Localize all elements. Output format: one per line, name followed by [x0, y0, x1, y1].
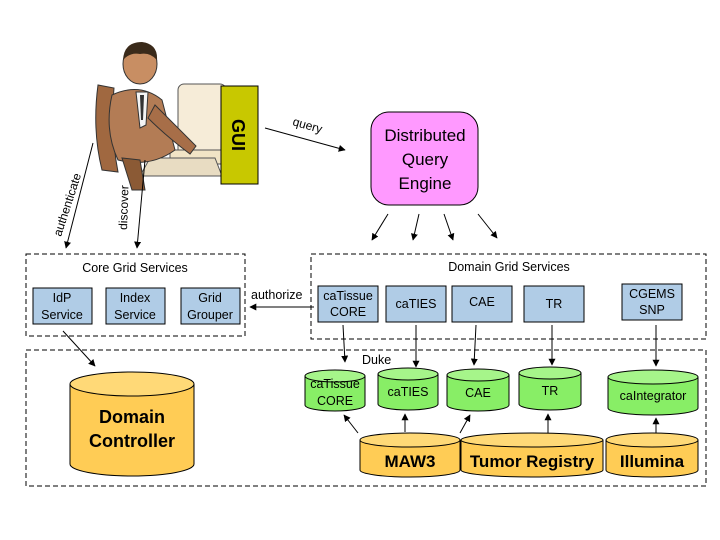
catissue-db-line2: CORE	[317, 394, 353, 408]
idp-service: IdP Service	[32, 287, 93, 325]
domain-grid-services-group: Domain Grid Services caTissue CORE caTIE…	[310, 253, 707, 340]
dqe-fanout-arrows	[371, 213, 498, 241]
index-service-line1: Index	[120, 291, 151, 305]
dqe-line1: Distributed	[384, 126, 465, 145]
caties-service-label: caTIES	[396, 297, 437, 311]
caintegrator-db: caIntegrator	[607, 369, 699, 416]
grid-grouper: Grid Grouper	[180, 287, 241, 325]
user-at-computer-illustration	[95, 42, 231, 191]
tumor-registry-db: Tumor Registry	[460, 432, 604, 478]
index-service: Index Service	[105, 287, 166, 325]
discover-edge-label: discover	[116, 185, 132, 230]
cae-service: CAE	[451, 285, 513, 323]
duke-group: Duke	[25, 349, 707, 487]
tumor-registry-label: Tumor Registry	[470, 452, 595, 471]
tr-service-label: TR	[546, 297, 563, 311]
discover-edge: discover	[116, 159, 146, 249]
gui-box: GUI	[220, 85, 259, 185]
cae-service-label: CAE	[469, 295, 495, 309]
cgems-service-line1: CGEMS	[629, 287, 675, 301]
tr-db-label: TR	[542, 384, 559, 398]
grid-grouper-line2: Grouper	[187, 308, 233, 322]
caties-db-label: caTIES	[388, 385, 429, 399]
index-service-line2: Service	[114, 308, 156, 322]
tr-service: TR	[523, 285, 585, 323]
cgems-service-line2: SNP	[639, 303, 665, 317]
core-grid-services-group: Core Grid Services IdP Service Index Ser…	[25, 253, 246, 337]
illumina-label: Illumina	[620, 452, 685, 471]
cgems-snp-service: CGEMS SNP	[621, 283, 683, 321]
maw3-db: MAW3	[359, 432, 461, 478]
distributed-query-engine: Distributed Query Engine	[370, 111, 479, 206]
idp-service-line2: Service	[41, 308, 83, 322]
domain-controller-line2: Controller	[89, 431, 175, 451]
authenticate-edge-label: authenticate	[51, 171, 85, 238]
catissue-service-line2: CORE	[330, 305, 366, 319]
maw3-label: MAW3	[385, 452, 436, 471]
dqe-line2: Query	[402, 150, 449, 169]
idp-service-line1: IdP	[53, 291, 72, 305]
dqe-line3: Engine	[399, 174, 452, 193]
grid-grouper-line1: Grid	[198, 291, 222, 305]
caintegrator-db-label: caIntegrator	[620, 389, 687, 403]
query-edge-label: query	[291, 114, 324, 136]
source-to-db-arrows	[343, 413, 660, 434]
domain-grid-services-title: Domain Grid Services	[448, 260, 570, 274]
duke-label: Duke	[362, 353, 391, 367]
domain-controller-db: Domain Controller	[69, 371, 195, 477]
catissue-core-db: caTissue CORE	[304, 369, 366, 412]
caties-db: caTIES	[377, 367, 439, 411]
service-to-db-arrows	[62, 324, 660, 368]
authorize-edge: authorize	[249, 288, 314, 311]
caties-service: caTIES	[385, 285, 447, 323]
tr-db: TR	[518, 366, 582, 411]
catissue-db-line1: caTissue	[310, 377, 360, 391]
authenticate-edge: authenticate	[51, 142, 94, 249]
catissue-core-service: caTissue CORE	[317, 285, 379, 323]
catissue-service-line1: caTissue	[323, 289, 373, 303]
gui-label: GUI	[228, 119, 248, 151]
authorize-edge-label: authorize	[251, 288, 302, 302]
illumina-db: Illumina	[605, 432, 699, 478]
domain-controller-line1: Domain	[99, 407, 165, 427]
cae-db-label: CAE	[465, 386, 491, 400]
core-grid-services-title: Core Grid Services	[82, 261, 188, 275]
query-edge: query	[264, 114, 346, 152]
cae-db: CAE	[446, 368, 510, 412]
